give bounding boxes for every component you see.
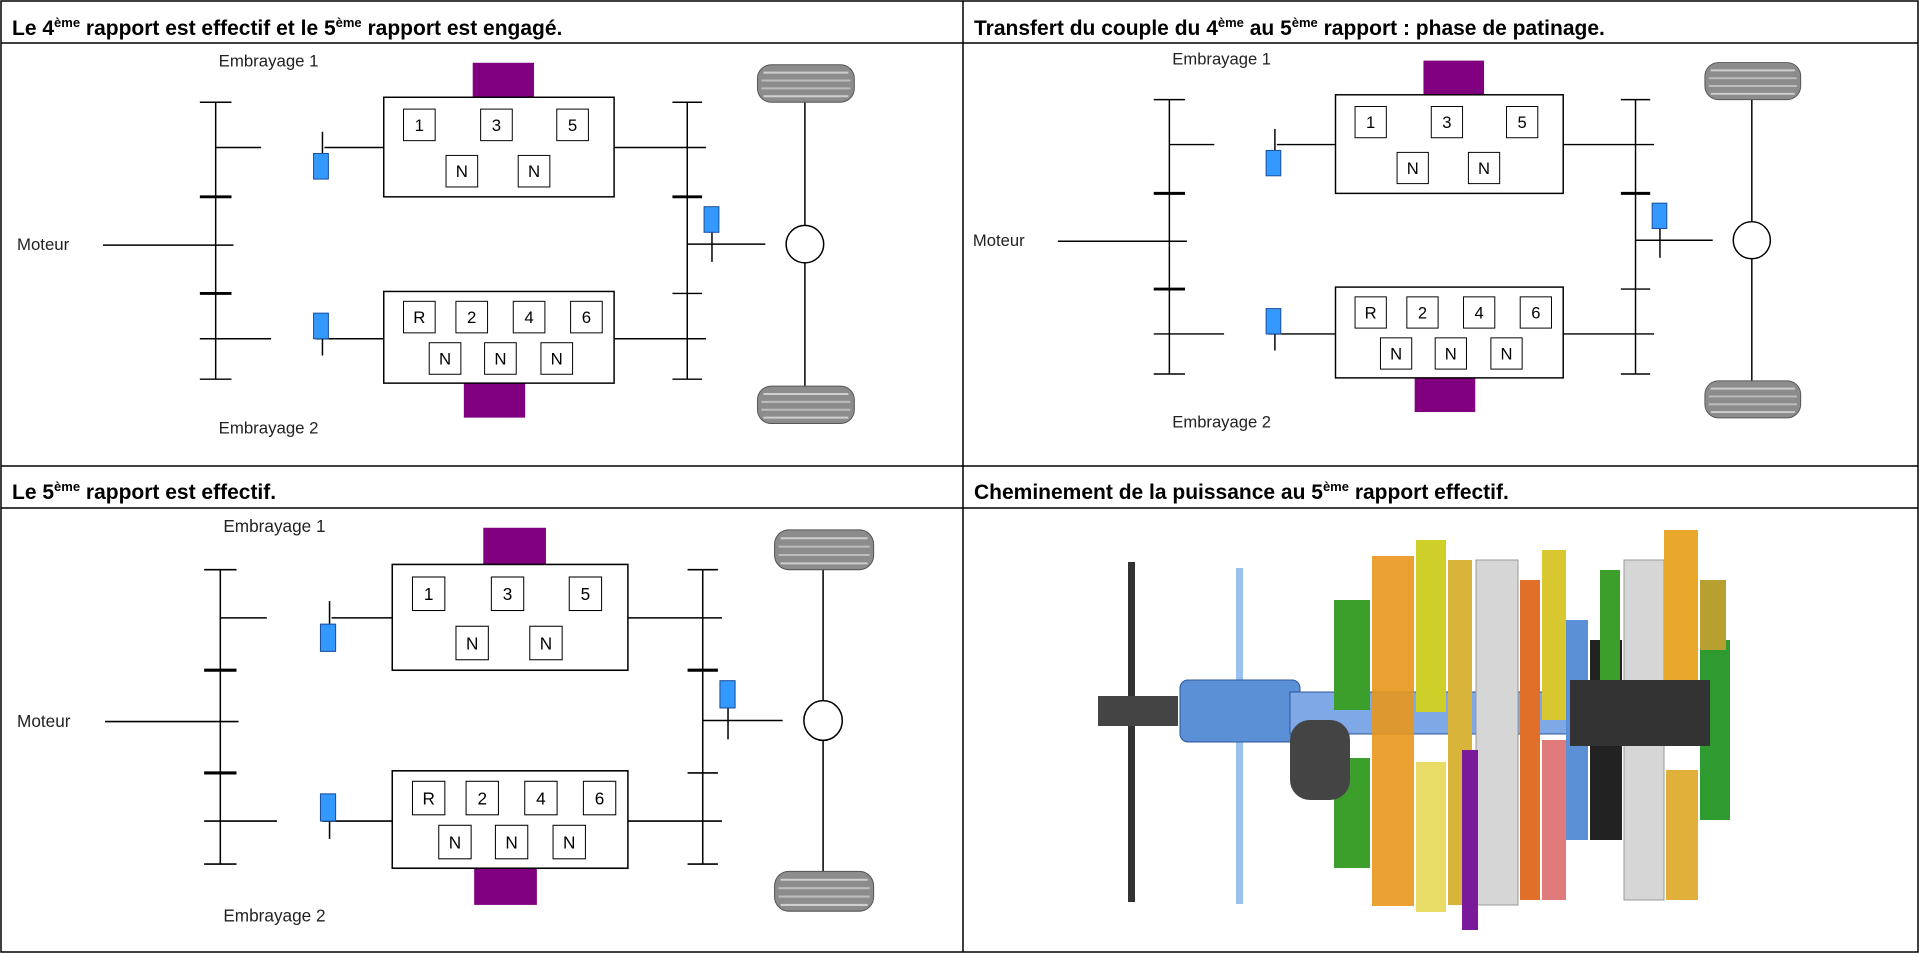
synchro-output — [1651, 202, 1668, 230]
tyre-top — [756, 64, 855, 103]
tyre-bottom — [1704, 380, 1802, 419]
gear-5: 5 — [568, 116, 577, 135]
gear-1: 1 — [415, 116, 424, 135]
gear-3: 3 — [503, 584, 513, 604]
gear-4: 4 — [524, 308, 533, 327]
even-gear-row: R 2 4 6 N N N — [1354, 296, 1552, 370]
even-gear-row: R 2 4 6 N N N — [403, 300, 603, 375]
output-shaft — [1570, 680, 1710, 746]
tyre-top — [1704, 62, 1802, 101]
clutch2-block — [474, 868, 537, 905]
synchro-output — [703, 206, 720, 233]
output-gear-shaft — [672, 101, 766, 380]
clutch1-block — [483, 527, 546, 565]
clutch2-label: Embrayage 2 — [1172, 413, 1271, 432]
dual-clutch-schematic: Embrayage 1 Embrayage 2 Moteur 1 3 5 N N — [17, 516, 875, 926]
gear-6: 6 — [582, 308, 591, 327]
panel-title-2: Transfert du couple du 4ème au 5ème rapp… — [974, 15, 1605, 40]
synchro-even — [1265, 308, 1282, 335]
output-gear-shaft — [1620, 98, 1713, 375]
clutch2-block — [1414, 377, 1476, 413]
gearbox-3d-illustration — [1098, 530, 1730, 930]
gear-5: 5 — [581, 584, 591, 604]
odd-neutral-1: N — [456, 162, 468, 181]
even-neutral-2: N — [505, 832, 517, 852]
gear-6: 6 — [595, 788, 605, 808]
differential — [1732, 220, 1772, 260]
synchro-odd — [1265, 149, 1282, 177]
input-shaft — [1098, 696, 1178, 726]
odd-neutral-2: N — [1478, 159, 1490, 178]
synchro-even — [313, 312, 329, 340]
clutch1-block — [1423, 60, 1485, 95]
even-neutral-1: N — [449, 832, 461, 852]
dual-clutch-schematic: Embrayage 1 Embrayage 2 Moteur 1 3 5 N N — [973, 50, 1802, 432]
panel-title-1: Le 4ème rapport est effectif et le 5ème … — [12, 15, 563, 40]
even-neutral-3: N — [551, 349, 563, 368]
odd-neutral-1: N — [1407, 159, 1419, 178]
diagram-torque-transfer-slip: Embrayage 1 Embrayage 2 Moteur 1 3 5 N N — [970, 45, 1830, 455]
diagram-5th-effective: Embrayage 1 Embrayage 2 Moteur 1 3 5 N N — [14, 511, 904, 951]
gear-R: R — [413, 308, 425, 327]
even-neutral-3: N — [1501, 344, 1513, 363]
gear-2: 2 — [467, 308, 476, 327]
gear-5: 5 — [1518, 113, 1527, 132]
clutch2-label: Embrayage 2 — [223, 905, 325, 925]
even-neutral-2: N — [494, 349, 506, 368]
engine-label: Moteur — [973, 231, 1025, 250]
synchro-even — [319, 793, 337, 822]
diagram-4th-effective-5th-engaged: Embrayage 1 Embrayage 2 Moteur 1 3 5 N N — [14, 47, 884, 461]
gear-6: 6 — [1531, 303, 1540, 322]
gear-1: 1 — [424, 584, 434, 604]
output-gear-shaft — [687, 568, 783, 865]
odd-neutral-1: N — [466, 633, 478, 653]
gear-4: 4 — [1475, 303, 1484, 322]
clutch2-label: Embrayage 2 — [219, 418, 319, 437]
even-neutral-3: N — [563, 832, 575, 852]
clutch1-block — [472, 62, 535, 98]
synchro-odd — [319, 623, 337, 652]
gear-stack — [1290, 530, 1730, 930]
synchro-output — [719, 680, 736, 709]
clutch1-label: Embrayage 1 — [219, 52, 319, 71]
gear-3: 3 — [492, 116, 501, 135]
input-gear-shaft — [199, 101, 272, 380]
clutch2-block — [463, 383, 526, 418]
engine-label: Moteur — [17, 235, 70, 254]
gear-1: 1 — [1366, 113, 1375, 132]
gear-3: 3 — [1442, 113, 1451, 132]
engine-label: Moteur — [17, 711, 71, 731]
clutch1-label: Embrayage 1 — [223, 516, 325, 536]
dual-clutch-schematic: Embrayage 1 Embrayage 2 Moteur 1 3 5 N N — [17, 52, 855, 437]
even-gear-row: R 2 4 6 N N N — [411, 780, 617, 860]
odd-neutral-2: N — [528, 162, 540, 181]
even-neutral-1: N — [439, 349, 451, 368]
odd-neutral-2: N — [540, 633, 552, 653]
clutch1-label: Embrayage 1 — [1172, 50, 1271, 69]
panel-title-3: Le 5ème rapport est effectif. — [12, 479, 277, 504]
input-gear-shaft — [1153, 98, 1225, 375]
gear-2: 2 — [1418, 303, 1427, 322]
even-neutral-1: N — [1390, 344, 1402, 363]
tyre-top — [774, 529, 875, 571]
odd-gear-row: 1 3 5 N N — [411, 576, 603, 661]
gear-2: 2 — [477, 788, 487, 808]
flywheel-plate-dark — [1128, 562, 1135, 902]
input-gear-shaft — [204, 568, 277, 865]
tyre-bottom — [774, 870, 875, 912]
tyre-bottom — [756, 385, 855, 425]
gear-R: R — [1365, 303, 1377, 322]
differential — [785, 224, 825, 264]
odd-gear-row: 1 3 5 N N — [403, 108, 589, 188]
odd-gear-row: 1 3 5 N N — [1354, 106, 1539, 185]
differential — [803, 699, 844, 742]
gear-4: 4 — [536, 788, 546, 808]
even-neutral-2: N — [1445, 344, 1457, 363]
panel-title-4: Cheminement de la puissance au 5ème rapp… — [974, 479, 1509, 504]
synchro-odd — [313, 152, 329, 180]
gear-R: R — [422, 788, 434, 808]
